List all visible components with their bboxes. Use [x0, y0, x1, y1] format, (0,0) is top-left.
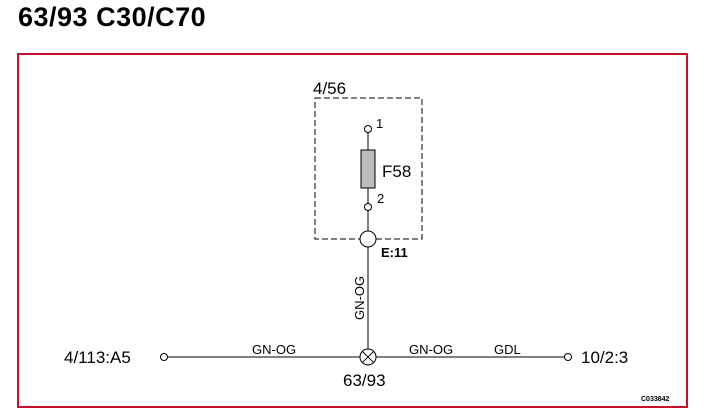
fuse-f58 [360, 149, 376, 189]
wire-right-label: GN-OG [409, 342, 453, 357]
splice-cross-b [361, 350, 375, 364]
wire-left-label: GN-OG [252, 342, 296, 357]
terminal-left [160, 353, 168, 361]
terminal-left-label: 4/113:A5 [64, 348, 131, 367]
reference-code: C033842 [641, 396, 670, 403]
wire-vertical-label: GN-OG [352, 276, 367, 320]
fuse-pin-1 [364, 125, 372, 133]
fuse-pin-1-label: 1 [376, 116, 383, 131]
connector-e11-label: E:11 [381, 245, 408, 260]
terminal-right-label: 10/2:3 [581, 348, 628, 367]
fuse-pin-2 [364, 203, 372, 211]
splice-label: 63/93 [343, 371, 386, 390]
terminal-right [564, 353, 572, 361]
component-id: 4/56 [313, 79, 346, 98]
fuse-name: F58 [382, 162, 411, 181]
page-title: 63/93 C30/C70 [18, 2, 207, 32]
fuse-pin-2-label: 2 [377, 191, 384, 206]
diagram-frame [17, 53, 688, 408]
connector-e11 [359, 230, 377, 248]
wire-right-extra-label: GDL [494, 342, 521, 357]
